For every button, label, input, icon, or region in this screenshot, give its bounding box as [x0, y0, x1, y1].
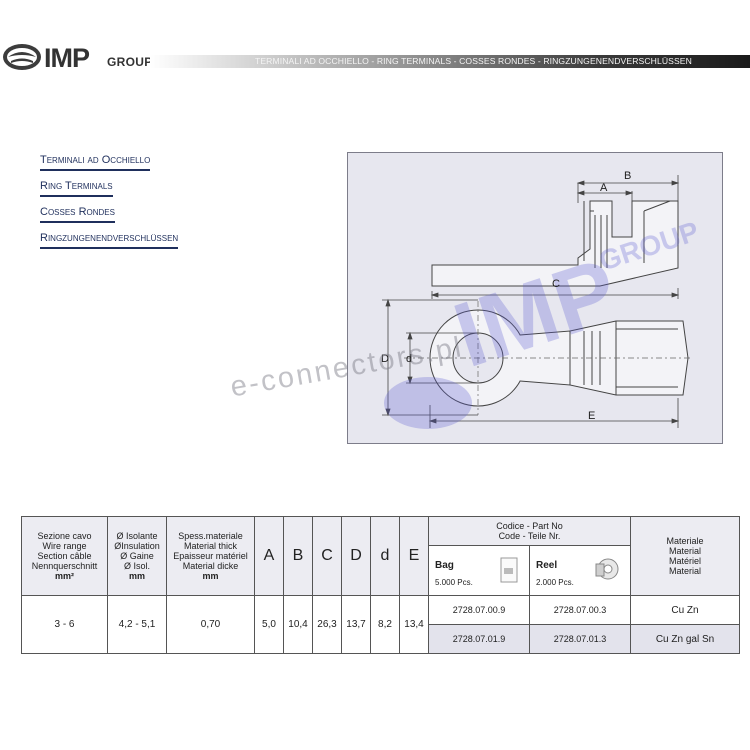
bag-label: Bag — [435, 560, 454, 572]
header-thickness: Spess.materiale Material thick Epaisseur… — [166, 516, 255, 596]
header-dim-big-d: D — [341, 516, 371, 596]
imp-group-logo: IMP GROUP — [2, 42, 162, 73]
cell-dim-a: 5,0 — [254, 595, 284, 654]
title-italian: Terminali ad Occhiello — [40, 154, 151, 171]
label-big-d: D — [381, 353, 389, 365]
title-english: Ring Terminals — [40, 180, 113, 197]
cell-material-2: Cu Zn gal Sn — [630, 624, 740, 654]
header-wire-section: Sezione cavo Wire range Section câble Ne… — [21, 516, 108, 596]
label-e: E — [588, 410, 595, 422]
cell-wire-section: 3 - 6 — [21, 595, 108, 654]
logo-brand-sub: GROUP — [107, 55, 153, 69]
cell-dim-small-d: 8,2 — [370, 595, 400, 654]
cell-bag-code-2: 2728.07.01.9 — [428, 624, 530, 654]
side-view — [431, 200, 679, 287]
cell-bag-code-1: 2728.07.00.9 — [428, 595, 530, 625]
cell-reel-code-1: 2728.07.00.3 — [529, 595, 631, 625]
header-dim-a: A — [254, 516, 284, 596]
label-small-d: d — [406, 353, 412, 365]
reel-quantity: 2.000 Pcs. — [536, 578, 574, 588]
header-part-no: Codice - Part No Code - Teile Nr. — [428, 515, 631, 547]
header-banner — [150, 55, 750, 68]
header-dim-c: C — [312, 516, 342, 596]
cell-material-1: Cu Zn — [630, 595, 740, 625]
header-material: Materiale Material Matériel Material — [630, 516, 740, 596]
logo-brand-main: IMP — [44, 43, 90, 73]
cell-dim-c: 26,3 — [312, 595, 342, 654]
header-banner-text: TERMINALI AD OCCHIELLO - RING TERMINALS … — [255, 56, 692, 66]
cell-dim-big-d: 13,7 — [341, 595, 371, 654]
header-dim-small-d: d — [370, 516, 400, 596]
header-dim-e: E — [399, 516, 429, 596]
reel-label: Reel — [536, 560, 558, 572]
cell-dim-e: 13,4 — [399, 595, 429, 654]
dimension-lines-bottom — [382, 298, 680, 428]
dimension-lines-top — [430, 175, 680, 299]
specification-table: Sezione cavo Wire range Section câble Ne… — [21, 515, 740, 654]
label-b: B — [624, 170, 631, 182]
cell-insulation: 4,2 - 5,1 — [107, 595, 167, 654]
cell-dim-b: 10,4 — [283, 595, 313, 654]
title-german: Ringzungenendverschlüssen — [40, 232, 179, 249]
cell-reel-code-2: 2728.07.01.3 — [529, 624, 631, 654]
header-insulation: Ø Isolante ØInsulation Ø Gaine Ø Isol. m… — [107, 516, 167, 596]
bag-quantity: 5.000 Pcs. — [435, 578, 473, 588]
label-c: C — [552, 278, 560, 290]
label-a: A — [600, 182, 608, 194]
reel-pack-cell: Reel 2.000 Pcs. — [529, 545, 631, 596]
product-titles: Terminali ad Occhiello Ring Terminals Co… — [40, 150, 240, 254]
bag-pack-cell: Bag 5.000 Pcs. — [428, 545, 530, 596]
technical-drawing: IMP GROUP A B C D d E — [347, 152, 723, 444]
bag-icon — [500, 557, 518, 583]
reel-icon — [595, 558, 619, 580]
title-french: Cosses Rondes — [40, 206, 115, 223]
header-dim-b: B — [283, 516, 313, 596]
imp-globe-icon — [3, 44, 41, 70]
cell-thickness: 0,70 — [166, 595, 255, 654]
